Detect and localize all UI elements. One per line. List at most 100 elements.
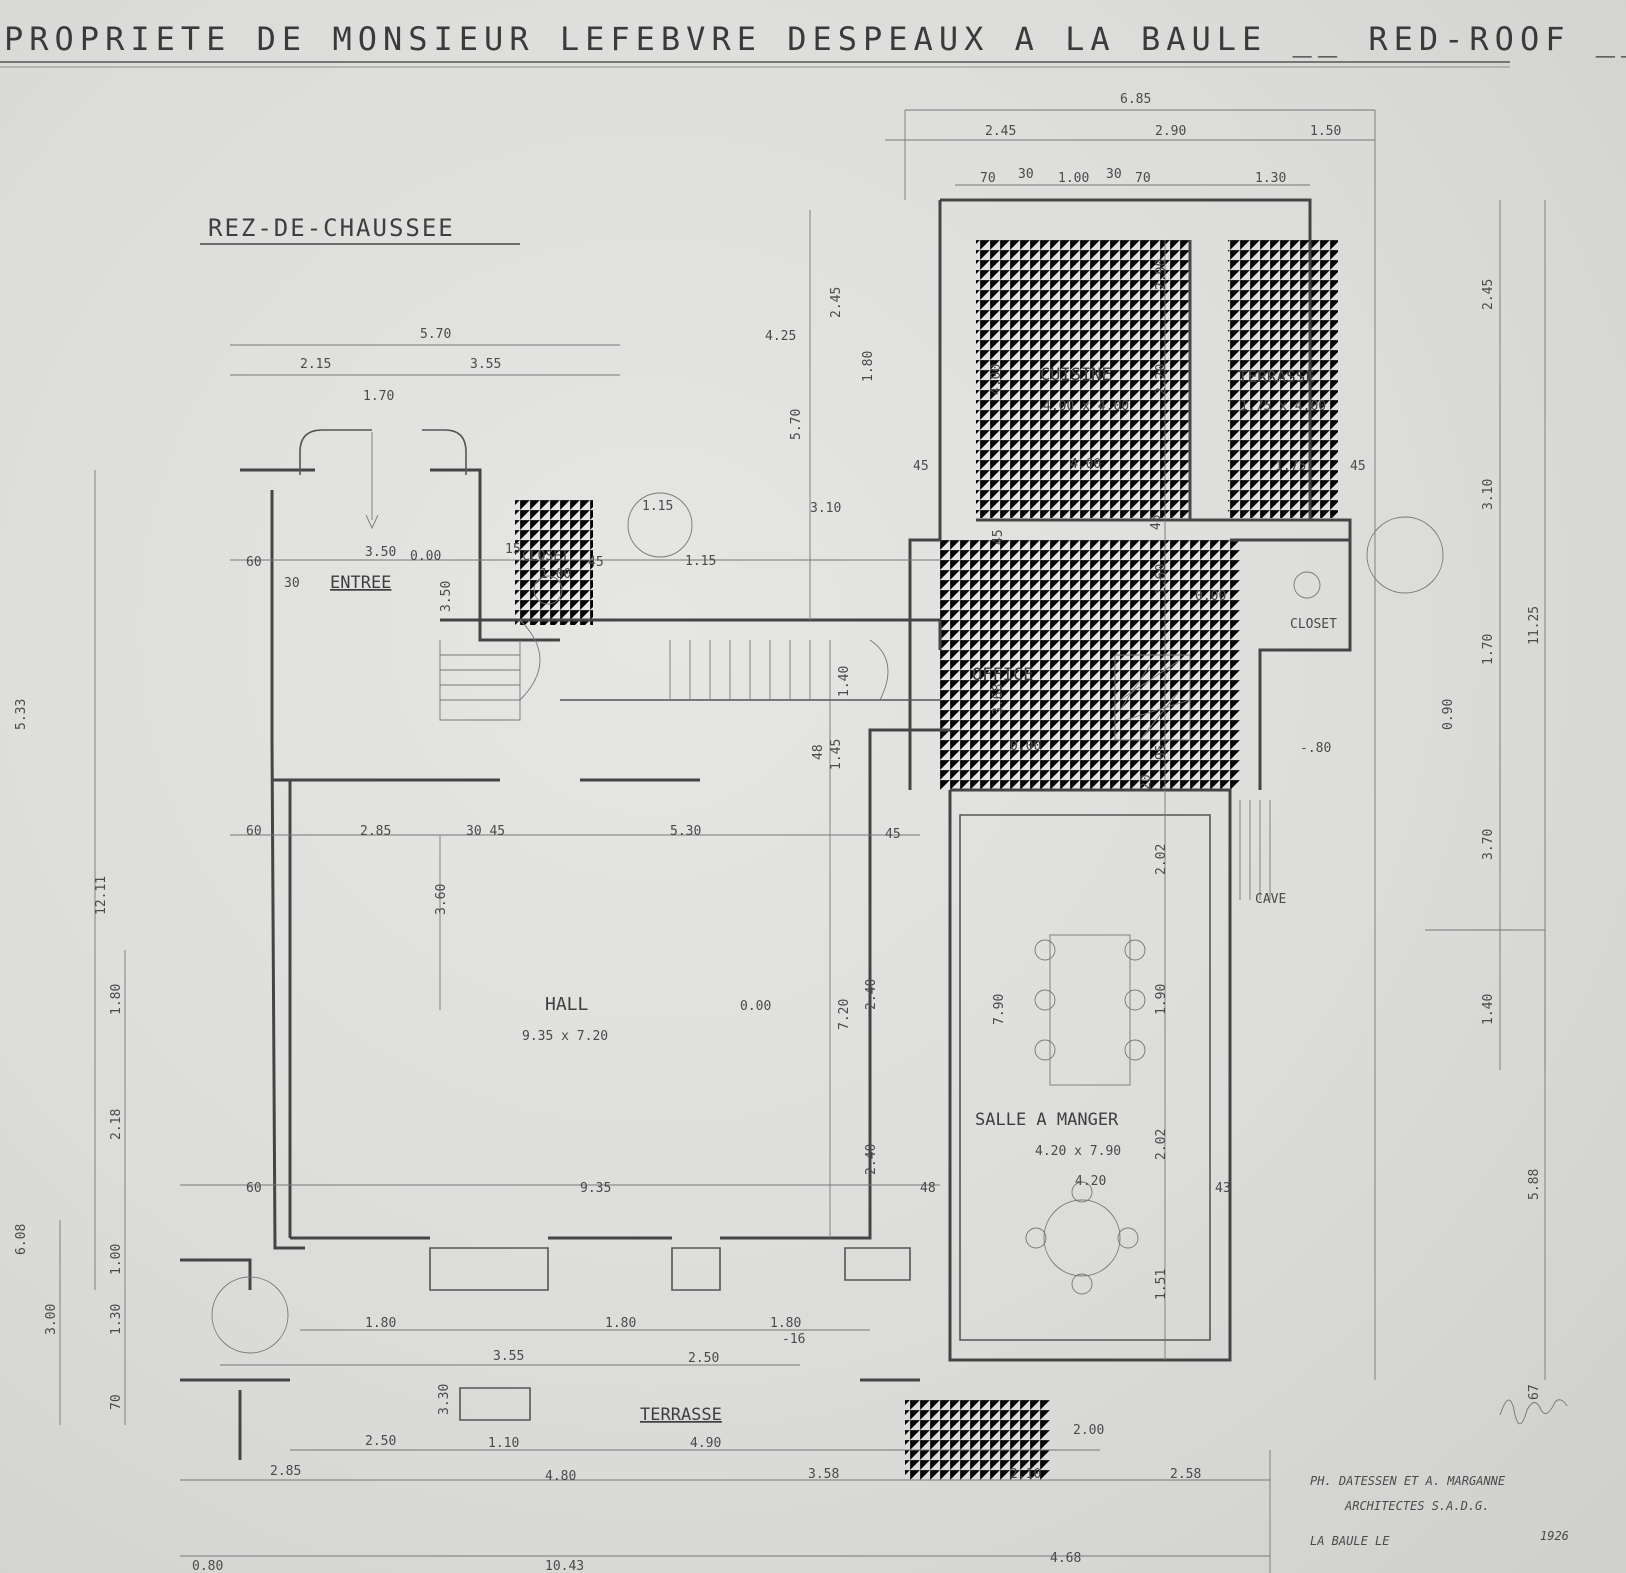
- dim-label: 0.80: [192, 1559, 223, 1573]
- architects-credit-line1: PH. DATESSEN ET A. MARGANNE: [1310, 1474, 1506, 1488]
- round-table: [1025, 1181, 1139, 1295]
- dim-label: 3.68: [991, 684, 1006, 715]
- dim-label: 2.90: [1155, 124, 1186, 139]
- dim-label: 1.50: [1310, 124, 1341, 139]
- dim-label: 5.33: [14, 699, 29, 730]
- dim-label: 1.90: [1154, 984, 1169, 1015]
- room-size-terrasse-top: 1.75 x 4.00: [1240, 399, 1326, 414]
- dim-label: 2.90: [1154, 259, 1169, 290]
- tree-circle-entry: [627, 492, 693, 558]
- dim-label: 2.40: [864, 979, 879, 1010]
- dim-label: 9.35: [580, 1181, 611, 1196]
- dim-label: 1.00: [109, 1244, 124, 1275]
- exterior-walls: [180, 198, 1352, 1460]
- year: 1926: [1540, 1529, 1569, 1543]
- architect-signature: [1499, 1399, 1568, 1425]
- dim-label: 11.25: [1527, 606, 1542, 645]
- dim-label: 5.70: [789, 409, 804, 440]
- dim-label: 2.10: [1010, 1467, 1041, 1482]
- dim-label: 1.30: [1255, 171, 1286, 186]
- room-label-cuisine: CUISINE: [1040, 365, 1112, 385]
- dimension-labels: 6.85 2.45 2.90 1.50 70 30 1.00 30 70 1.3…: [14, 92, 1542, 1573]
- dim-label: 4.00: [1070, 457, 1101, 472]
- dim-label: 1.80: [365, 1316, 396, 1331]
- architects-credit-line2: ARCHITECTES S.A.D.G.: [1344, 1499, 1490, 1513]
- room-label-hall: HALL: [545, 994, 589, 1015]
- dim-label: 1.60: [1154, 564, 1169, 595]
- dim-label: 2.45: [829, 287, 844, 318]
- dim-label: 2.85: [270, 1464, 301, 1479]
- dim-label: 45: [991, 529, 1006, 545]
- dim-label: 3.50: [439, 581, 454, 612]
- dim-label: 4.25: [765, 329, 796, 344]
- place-date-line: LA BAULE LE: [1310, 1534, 1390, 1548]
- dim-label: 20: [1139, 774, 1154, 790]
- closet-fixture-right: [1293, 571, 1321, 599]
- dim-label: 5.30: [670, 824, 701, 839]
- sheet-title: PROPRIETE DE MONSIEUR LEFEBVRE DESPEAUX …: [4, 20, 1626, 58]
- dim-label: 2.20: [1154, 364, 1169, 395]
- dim-label: 30: [1106, 167, 1122, 182]
- dim-label: 70: [980, 171, 996, 186]
- dim-label: 1.15: [685, 554, 716, 569]
- room-label-cave: CAVE: [1255, 892, 1286, 907]
- dim-label: 60: [246, 824, 262, 839]
- dim-label: 60: [246, 1181, 262, 1196]
- dim-label: 43: [1215, 1181, 1231, 1196]
- dining-table: [1034, 934, 1146, 1086]
- level-terrasse: -16: [782, 1332, 805, 1347]
- dim-label: 45: [1149, 514, 1164, 530]
- dim-label: 4.68: [1050, 1551, 1081, 1566]
- dim-label: 1.75: [1275, 459, 1306, 474]
- dim-label: 2.45: [1481, 279, 1496, 310]
- dim-label: 7.20: [837, 999, 852, 1030]
- room-label-closet-right: CLOSET: [1290, 617, 1337, 632]
- dim-label: 2.02: [1154, 1129, 1169, 1160]
- tree-circle-right: [1366, 516, 1444, 594]
- office-staircase: [1114, 654, 1271, 900]
- dim-label: 60: [246, 555, 262, 570]
- dim-label: 2.50: [365, 1434, 396, 1449]
- dim-label: 3.58: [808, 1467, 839, 1482]
- dim-label: 45: [885, 827, 901, 842]
- dim-label: 1.80: [861, 351, 876, 382]
- dim-label: 1.80: [770, 1316, 801, 1331]
- dim-label: 95: [1154, 744, 1169, 760]
- dim-label: 0.90: [1441, 699, 1456, 730]
- dim-label: 4.80: [545, 1469, 576, 1484]
- kitchen-floor: [976, 240, 1190, 518]
- dim-label: 5.70: [420, 327, 451, 342]
- dim-label: 3.70: [1481, 829, 1496, 860]
- dim-label: 3.50: [365, 545, 396, 560]
- level-entree: 0.00: [410, 549, 441, 564]
- top-terrace-floor: [1228, 240, 1338, 518]
- dim-label: 1.40: [1481, 994, 1496, 1025]
- room-size-salle: 4.20 x 7.90: [1035, 1144, 1121, 1159]
- terrace-stair-steps: [905, 1400, 1050, 1480]
- dim-label: 10.43: [545, 1559, 584, 1573]
- dim-label: 4.20: [1075, 1174, 1106, 1189]
- room-size-closet-left: 1.00: [540, 567, 571, 582]
- dim-label: 1.00: [1058, 171, 1089, 186]
- dim-label: 48: [920, 1181, 936, 1196]
- dimension-lines: [59, 109, 1546, 1573]
- dim-label: 2.85: [360, 824, 391, 839]
- dim-label: 48: [811, 744, 826, 760]
- room-label-office: OFFICE: [972, 665, 1033, 685]
- dim-label: 4.90: [690, 1436, 721, 1451]
- room-size-cuisine: 4.00 x 4.00: [1043, 399, 1129, 414]
- dim-label: 2.45: [985, 124, 1016, 139]
- dim-label: 2.18: [109, 1109, 124, 1140]
- dim-label: 2.02: [1154, 844, 1169, 875]
- dim-label: 45: [913, 459, 929, 474]
- dim-label: 70: [109, 1394, 124, 1410]
- dim-label: 1.70: [1481, 634, 1496, 665]
- room-label-terrasse-bottom: TERRASSE: [640, 1405, 722, 1425]
- dim-label: 3.55: [493, 1349, 524, 1364]
- dim-label: 7.90: [992, 994, 1007, 1025]
- portico-arches: [299, 429, 467, 475]
- dim-label: 15: [505, 542, 521, 557]
- dim-label: 5.88: [1527, 1169, 1542, 1200]
